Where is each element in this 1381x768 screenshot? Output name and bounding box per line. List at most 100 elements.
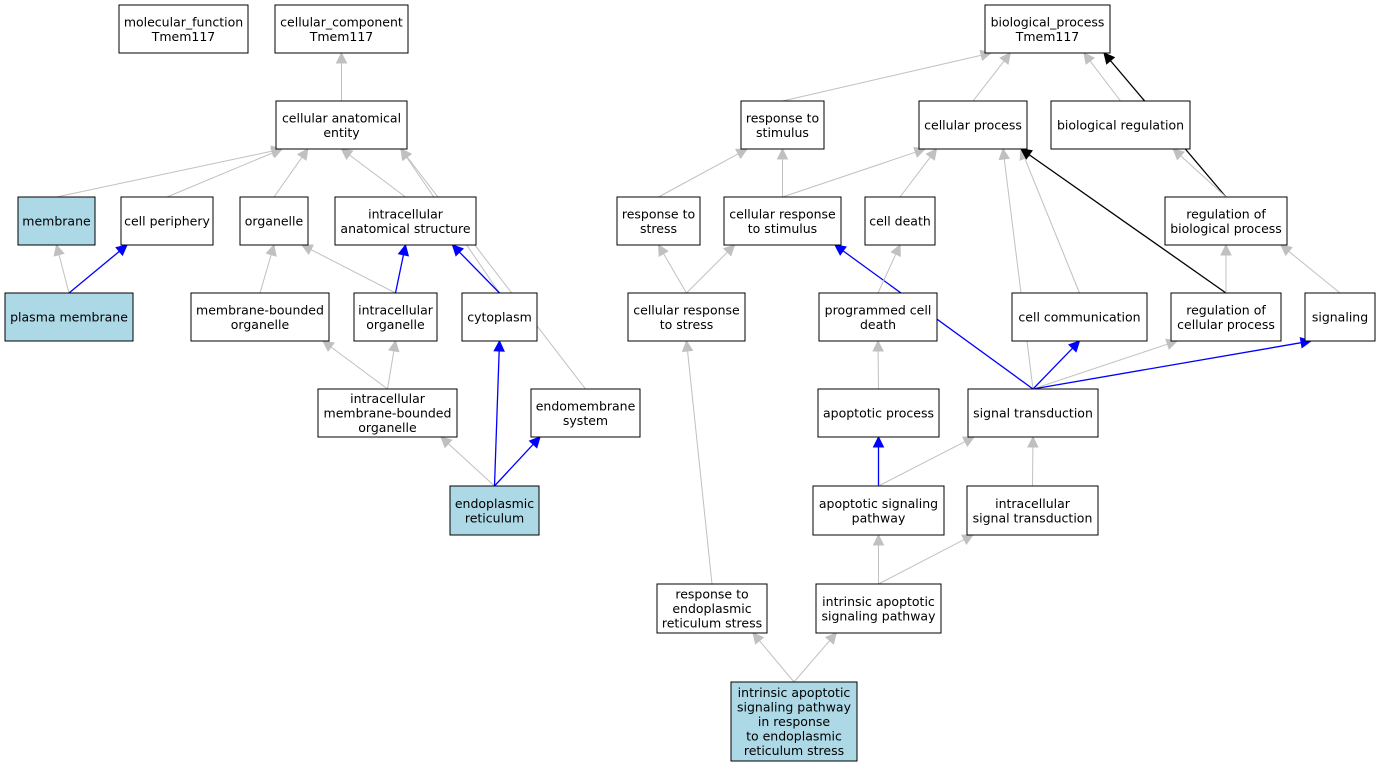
node-label-line: intracellular xyxy=(350,391,426,406)
edge-line xyxy=(259,254,272,294)
node-breg[interactable]: biological regulation xyxy=(1050,100,1191,150)
node-label-line: biological_process xyxy=(991,14,1105,29)
node-box xyxy=(190,292,330,342)
node-label-line: signaling pathway xyxy=(737,700,852,715)
node-label-line: system xyxy=(563,413,608,428)
node-organelle[interactable]: organelle xyxy=(239,196,309,246)
node-cp[interactable]: cellular process xyxy=(918,100,1028,150)
node-box xyxy=(740,100,825,150)
edge-line xyxy=(349,154,406,198)
node-label-line: regulation of xyxy=(1186,302,1266,317)
node-label-line: signal transduction xyxy=(973,510,1093,525)
edge-arrowhead xyxy=(322,340,335,352)
edge-arrowhead xyxy=(400,148,413,161)
edge-line xyxy=(1032,343,1168,390)
node-label-line: membrane-bounded xyxy=(196,302,324,317)
node-label-line: cell periphery xyxy=(124,214,210,229)
edge-arrowhead xyxy=(296,148,309,161)
node-label-line: cytoplasm xyxy=(467,310,532,325)
node-box xyxy=(4,292,134,342)
edge-cellcomm-to-cp xyxy=(1019,147,1080,294)
node-box xyxy=(275,100,408,150)
node-box xyxy=(656,583,768,634)
edge-mbo-to-organelle xyxy=(259,243,277,294)
node-signaling[interactable]: signaling xyxy=(1304,292,1376,342)
edge-line xyxy=(310,249,396,294)
node-label-line: stimulus xyxy=(756,125,809,140)
node-label-line: endoplasmic xyxy=(455,496,534,511)
edge-er-to-imbo xyxy=(440,436,495,487)
node-label-line: cellular process xyxy=(1177,317,1275,332)
edge-arrowhead xyxy=(115,244,128,257)
node-label-line: organelle xyxy=(366,317,425,332)
edge-line xyxy=(782,151,916,198)
node-label-line: response to xyxy=(622,206,695,221)
edge-pm-to-membrane xyxy=(53,243,70,294)
edge-line xyxy=(1028,154,1227,294)
edge-rtstress-to-rts xyxy=(658,148,748,198)
edge-line xyxy=(878,539,965,585)
node-label-line: organelle xyxy=(231,317,290,332)
edge-line xyxy=(56,150,273,198)
node-cellcomm[interactable]: cell communication xyxy=(1011,292,1148,342)
edge-io-to-organelle xyxy=(301,244,396,294)
edge-line xyxy=(972,60,1005,102)
node-membrane[interactable]: membrane xyxy=(17,196,96,246)
node-apop[interactable]: apoptotic process xyxy=(817,388,940,438)
edge-rcp-to-rbp xyxy=(1220,243,1232,293)
edge-arrowhead xyxy=(53,243,65,257)
edge-arrowhead xyxy=(735,148,748,160)
edge-cellperiph-to-cae xyxy=(166,147,284,198)
edge-line xyxy=(1032,342,1302,390)
node-label-line: entity xyxy=(323,125,360,140)
edge-arrowhead xyxy=(1020,148,1033,160)
node-label-line: Tmem117 xyxy=(151,29,216,44)
node-pm[interactable]: plasma membrane xyxy=(4,292,134,342)
node-box xyxy=(274,4,409,54)
node-label-line: biological process xyxy=(1170,221,1282,236)
node-label-line: intrinsic apoptotic xyxy=(738,685,851,700)
node-label-line: signaling xyxy=(1312,310,1368,325)
node-label-line: endoplasmic xyxy=(672,601,751,616)
node-cellperiph[interactable]: cell periphery xyxy=(120,196,214,246)
node-box xyxy=(1304,292,1376,342)
node-st[interactable]: signal transduction xyxy=(967,388,1099,438)
edge-asp-to-apop xyxy=(872,435,885,486)
node-box xyxy=(966,485,1099,536)
edge-line xyxy=(759,640,795,683)
edge-line xyxy=(878,441,966,487)
edge-arrowhead xyxy=(528,436,541,449)
edge-crts-to-cp xyxy=(782,146,927,198)
node-cytoplasm[interactable]: cytoplasm xyxy=(461,292,538,342)
node-box xyxy=(730,681,858,762)
edge-arrowhead xyxy=(265,243,277,257)
node-celldeath[interactable]: cell death xyxy=(864,196,936,246)
edge-arrowhead xyxy=(722,244,736,257)
edge-arrowhead xyxy=(451,244,464,257)
edge-organelle-to-cae xyxy=(273,148,309,198)
edge-rcp-to-cp xyxy=(1020,148,1227,294)
edge-arrowhead xyxy=(388,339,400,353)
